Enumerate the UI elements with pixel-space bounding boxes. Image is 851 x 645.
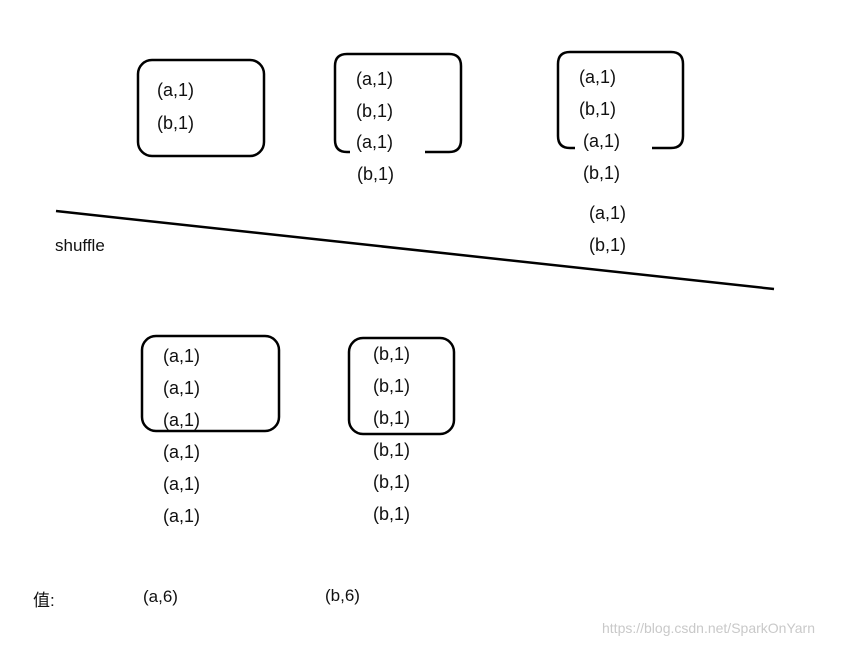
top-group-3-item: (b,1) bbox=[579, 99, 617, 119]
top-group-3-outside-item: (b,1) bbox=[589, 235, 627, 255]
top-group-2-item: (b,1) bbox=[356, 101, 394, 121]
watermark-text: https://blog.csdn.net/SparkOnYarn bbox=[602, 620, 815, 636]
bottom-group-b-item: (b,1) bbox=[373, 408, 411, 428]
top-group-3-item: (a,1) bbox=[579, 67, 617, 87]
top-group-1-item: (b,1) bbox=[157, 113, 195, 133]
shuffle-label: shuffle bbox=[55, 236, 105, 255]
result-value-b: (b,6) bbox=[325, 586, 360, 605]
bottom-group-a-item: (a,1) bbox=[163, 410, 201, 430]
top-group-3-outside-item: (a,1) bbox=[589, 203, 627, 223]
top-group-3-box bbox=[556, 50, 685, 150]
bottom-group-a-item: (a,1) bbox=[163, 378, 201, 398]
bottom-group-b-box bbox=[347, 336, 456, 436]
bottom-group-b-outside-item: (b,1) bbox=[373, 472, 411, 492]
bottom-group-a-outside-item: (a,1) bbox=[163, 506, 201, 526]
top-group-3-item: (a,1) bbox=[583, 131, 621, 151]
bottom-group-a-outside-item: (a,1) bbox=[163, 474, 201, 494]
bottom-group-a-outside-item: (a,1) bbox=[163, 442, 201, 462]
bottom-group-a-box bbox=[140, 334, 281, 433]
result-value-a: (a,6) bbox=[143, 587, 178, 606]
top-group-3-outside-item: (b,1) bbox=[583, 163, 621, 183]
top-group-1-box bbox=[136, 58, 266, 158]
bottom-group-b-outside-item: (b,1) bbox=[373, 504, 411, 524]
top-group-2-box bbox=[333, 52, 463, 154]
result-label: 值: bbox=[33, 591, 55, 610]
top-group-2-item: (a,1) bbox=[356, 69, 394, 89]
bottom-group-b-item: (b,1) bbox=[373, 344, 411, 364]
top-group-1-item: (a,1) bbox=[157, 80, 195, 100]
top-group-2-item: (a,1) bbox=[356, 132, 394, 152]
shuffle-divider-line bbox=[55, 209, 775, 291]
bottom-group-a-item: (a,1) bbox=[163, 346, 201, 366]
bottom-group-b-item: (b,1) bbox=[373, 376, 411, 396]
bottom-group-b-outside-item: (b,1) bbox=[373, 440, 411, 460]
top-group-2-outside-item: (b,1) bbox=[357, 164, 395, 184]
